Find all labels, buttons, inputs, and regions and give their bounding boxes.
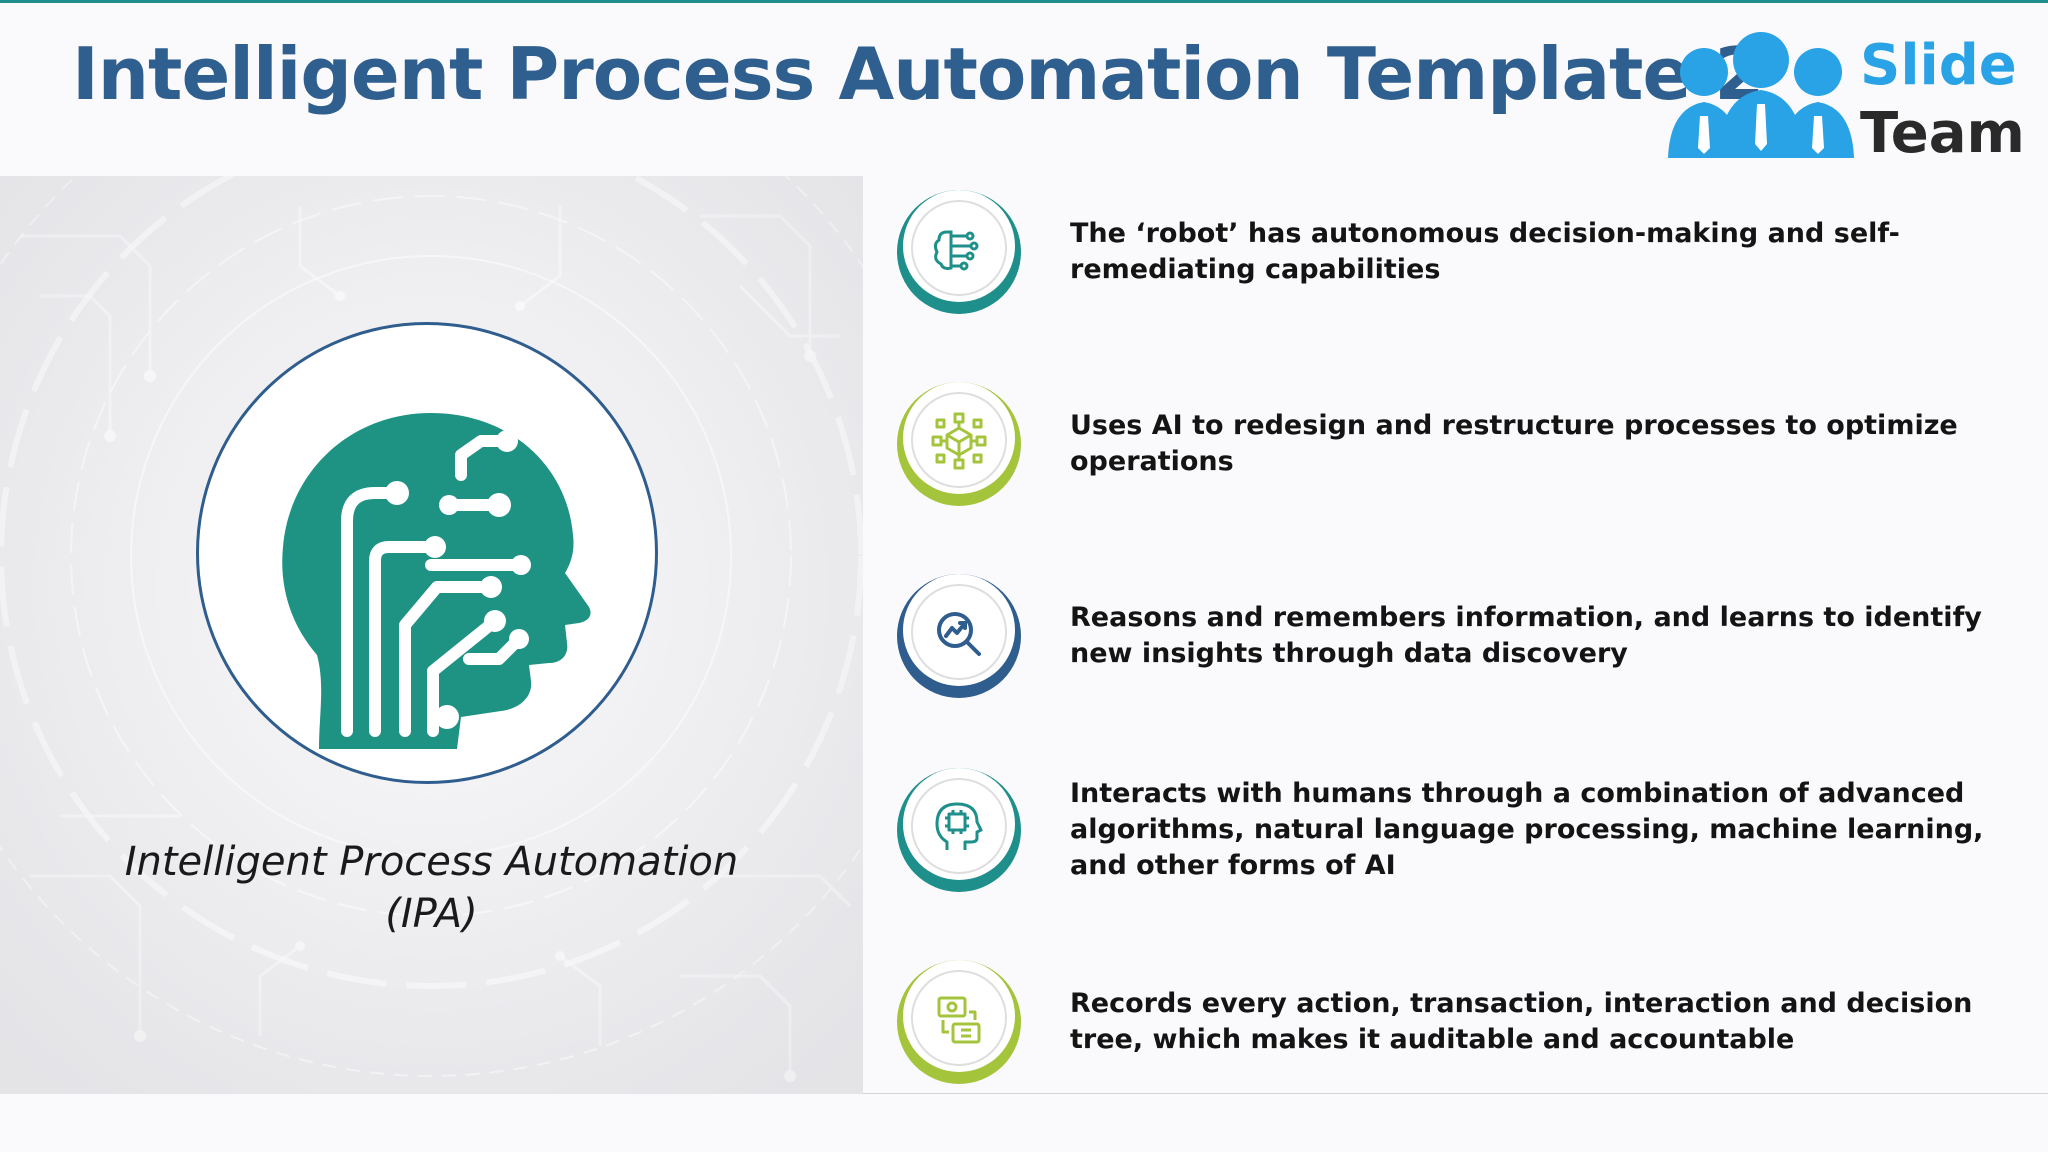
feature-text: The ‘robot’ has autonomous decision-maki… (1070, 218, 1900, 285)
hero-circle (196, 322, 658, 784)
slideteam-logo: Slide Team (1666, 26, 2026, 166)
feature-ring (897, 960, 1021, 1084)
feature-text: Records every action, transaction, inter… (1070, 988, 1973, 1055)
logo-word-slide: Slide (1860, 33, 2017, 98)
feature-ring (897, 382, 1021, 506)
team-people-icon (1668, 32, 1854, 158)
record-transaction-icon (937, 996, 981, 1044)
network-cube-icon (931, 412, 987, 470)
feature-text: Interacts with humans through a combinat… (1070, 778, 1984, 881)
hero-caption-line2: (IPA) (385, 891, 478, 937)
hero-panel: Intelligent Process Automation (IPA) (0, 176, 863, 1094)
feature-text: Uses AI to redesign and restructure proc… (1070, 410, 1958, 477)
feature-item-records: Records every action, transaction, inter… (895, 958, 2035, 1086)
brain-circuit-icon (933, 230, 979, 271)
page-title: Intelligent Process Automation Template … (72, 32, 1764, 116)
feature-item-insights: Reasons and remembers information, and l… (895, 572, 2035, 700)
feature-text: Reasons and remembers information, and l… (1070, 602, 1982, 669)
logo-word-team: Team (1860, 101, 2025, 166)
feature-item-autonomy: The ‘robot’ has autonomous decision-maki… (895, 188, 2035, 316)
feature-item-interaction: Interacts with humans through a combinat… (895, 766, 2035, 894)
feature-ring (897, 190, 1021, 314)
top-accent-line (0, 0, 2048, 3)
hero-caption: Intelligent Process Automation (IPA) (60, 836, 803, 940)
hero-caption-line1: Intelligent Process Automation (124, 839, 739, 885)
ai-head-icon (282, 413, 591, 749)
ai-head-chip-icon (935, 802, 983, 850)
bottom-divider (863, 1093, 2048, 1094)
feature-item-redesign: Uses AI to redesign and restructure proc… (895, 380, 2035, 508)
feature-ring (897, 574, 1021, 698)
analytics-search-icon (937, 612, 981, 656)
feature-ring (897, 768, 1021, 892)
